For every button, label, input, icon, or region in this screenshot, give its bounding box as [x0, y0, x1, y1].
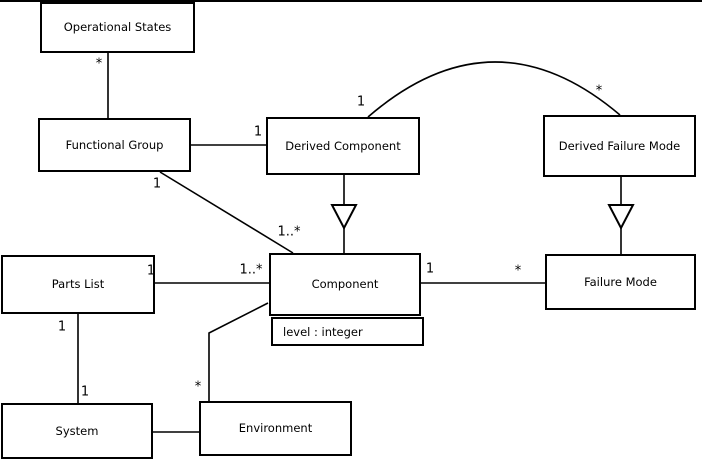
class-name-derived-component: Derived Component: [285, 138, 401, 153]
multiplicity-label: *: [595, 83, 603, 99]
class-name-parts-list: Parts List: [51, 277, 105, 292]
class-name-failure-mode: Failure Mode: [584, 274, 657, 289]
multiplicity-label: *: [95, 56, 103, 72]
association-arc-derivedcomponent-derivedfailuremode: [367, 61, 621, 118]
multiplicity-label: 1..*: [239, 262, 263, 278]
multiplicity-label: 1: [57, 319, 67, 335]
class-name-operational-states: Operational States: [63, 20, 172, 35]
class-name-derived-failure-mode: Derived Failure Mode: [558, 138, 681, 153]
class-box-failure-mode[interactable]: Failure Mode: [545, 254, 696, 310]
multiplicity-label: *: [514, 263, 522, 279]
multiplicity-label: 1: [253, 124, 263, 140]
association-component-environment: [208, 302, 269, 401]
class-box-derived-failure-mode[interactable]: Derived Failure Mode: [543, 115, 696, 177]
class-box-functional-group[interactable]: Functional Group: [38, 118, 191, 172]
multiplicity-label: 1..*: [277, 224, 301, 240]
class-box-parts-list[interactable]: Parts List: [1, 255, 155, 314]
multiplicity-label: 1: [152, 176, 162, 192]
class-attribute-level: level : integer: [283, 324, 363, 339]
class-box-derived-component[interactable]: Derived Component: [266, 117, 420, 175]
class-box-operational-states[interactable]: Operational States: [40, 2, 195, 53]
multiplicity-label: 1: [425, 261, 435, 277]
class-name-functional-group: Functional Group: [65, 137, 164, 152]
multiplicity-label: *: [194, 379, 202, 395]
class-box-system[interactable]: System: [1, 403, 153, 459]
class-box-environment[interactable]: Environment: [199, 401, 352, 456]
class-name-component: Component: [311, 277, 379, 292]
generalization-triangle-icon: [330, 204, 358, 231]
class-name-system: System: [55, 423, 99, 438]
multiplicity-label: 1: [80, 384, 90, 400]
class-attribute-compartment-component[interactable]: level : integer: [271, 317, 424, 346]
class-name-environment: Environment: [238, 421, 313, 436]
generalization-triangle-icon: [607, 204, 635, 231]
multiplicity-label: 1: [146, 263, 156, 279]
class-box-component[interactable]: Component: [269, 253, 421, 316]
multiplicity-label: 1: [356, 94, 366, 110]
association-funcgroup-component: [159, 171, 294, 254]
